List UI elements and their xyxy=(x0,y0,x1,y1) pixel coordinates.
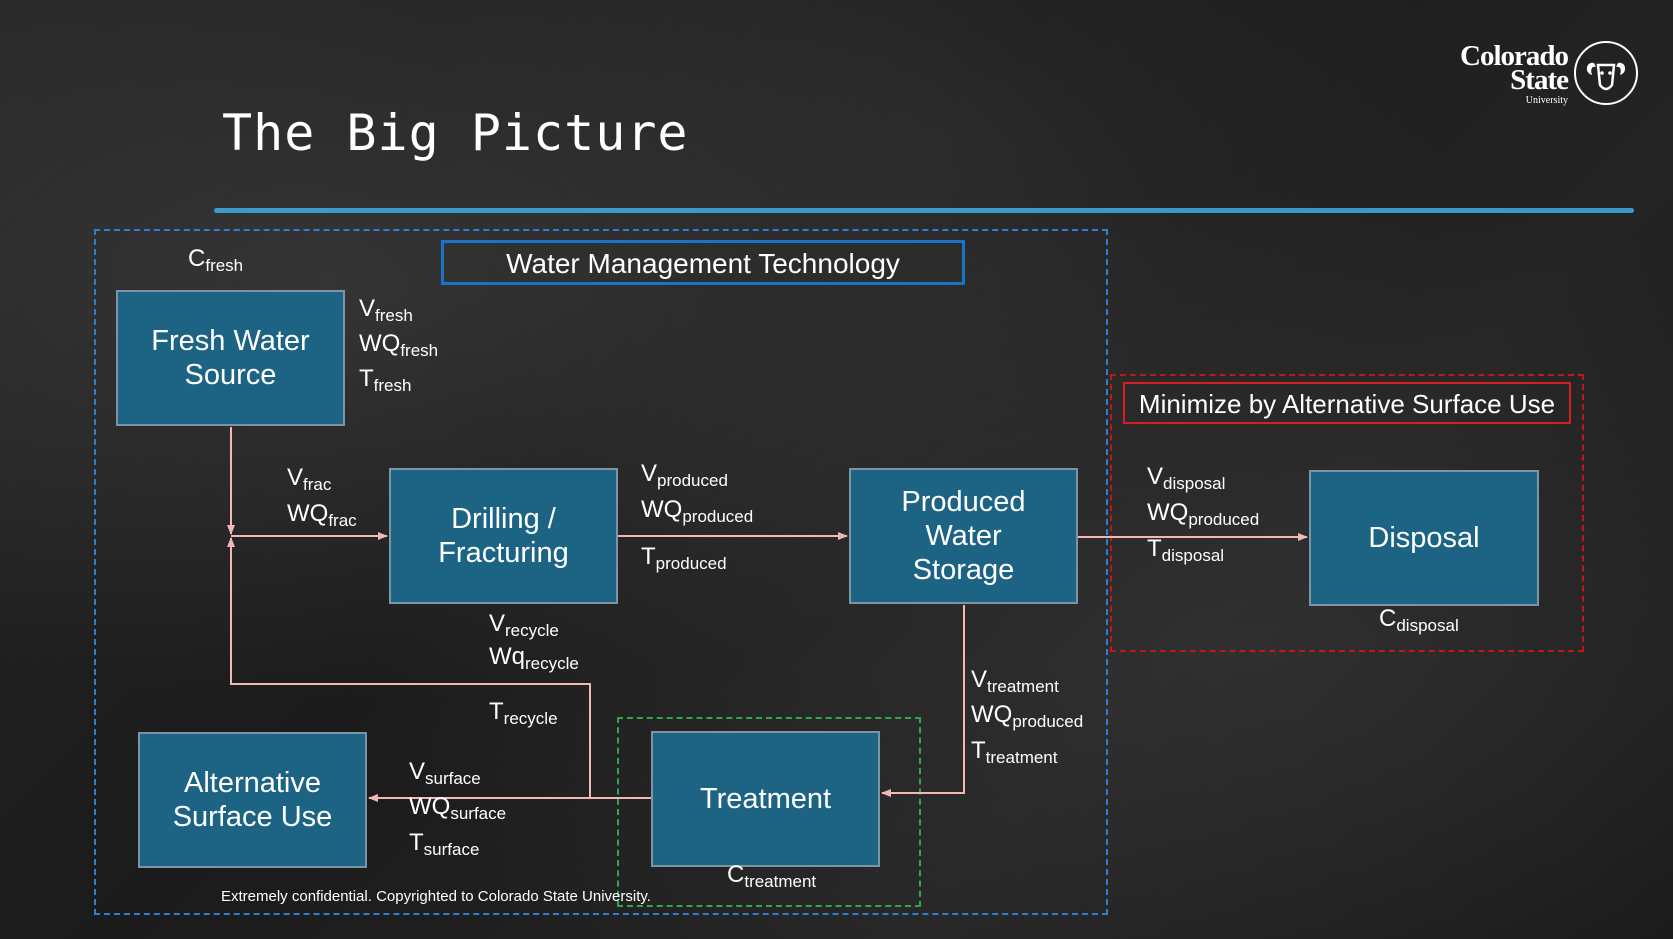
label-t-treatment: Ttreatment xyxy=(971,737,1058,767)
label-subscript: treatment xyxy=(987,677,1059,696)
ram-head-icon xyxy=(1574,41,1638,105)
university-logo: Colorado State University xyxy=(1436,38,1646,108)
produced-water-storage-text: Produced Water Storage xyxy=(901,486,1026,586)
label-subscript: recycle xyxy=(505,621,559,640)
label-t-surface: Tsurface xyxy=(409,829,480,859)
technology-region xyxy=(94,229,1108,915)
label-subscript: treatment xyxy=(985,748,1058,767)
label-base: V xyxy=(641,460,658,487)
treatment-text: Treatment xyxy=(699,783,832,815)
minimize-region xyxy=(1110,374,1584,652)
title-underline xyxy=(214,208,1634,213)
label-base: V xyxy=(489,610,506,637)
label-t-recycle: Trecycle xyxy=(489,698,558,728)
label-base: WQ xyxy=(971,701,1013,728)
label-t-disposal: Tdisposal xyxy=(1147,535,1225,565)
drilling-fracturing-node: Drilling / Fracturing xyxy=(389,468,618,604)
label-t-produced: Tproduced xyxy=(641,543,727,573)
label-base: V xyxy=(1147,463,1164,490)
label-c-treatment: Ctreatment xyxy=(727,861,817,891)
logo-line-2: State xyxy=(1510,64,1569,96)
confidentiality-footer: Extremely confidential. Copyrighted to C… xyxy=(221,888,651,905)
treatment-node: Treatment xyxy=(651,731,880,867)
label-subscript: disposal xyxy=(1161,546,1225,565)
label-subscript: produced xyxy=(1188,510,1260,529)
page-title: The Big Picture xyxy=(222,104,689,162)
logo-line-1: Colorado xyxy=(1460,40,1569,72)
label-subscript: surface xyxy=(450,804,507,823)
label-subscript: produced xyxy=(682,507,754,526)
alternative-surface-use-node: Alternative Surface Use xyxy=(138,732,367,868)
label-t-fresh: Tfresh xyxy=(359,365,412,395)
drilling-fracturing-text: Drilling / Fracturing xyxy=(438,503,569,569)
label-base: T xyxy=(971,737,986,764)
label-base: T xyxy=(409,829,424,856)
produced-water-storage-node: Produced Water Storage xyxy=(849,468,1078,604)
label-subscript: produced xyxy=(655,554,727,573)
alternative-surface-use-text: Alternative Surface Use xyxy=(172,767,333,833)
label-subscript: frac xyxy=(328,511,357,530)
label-base: WQ xyxy=(641,496,683,523)
label-subscript: disposal xyxy=(1396,616,1459,635)
fresh-water-source-node: Fresh Water Source xyxy=(116,290,345,426)
label-wq-surface: WQsurface xyxy=(409,793,507,823)
minimize-region-label: Minimize by Alternative Surface Use xyxy=(1123,382,1571,424)
label-wq-produced: WQproduced xyxy=(641,496,754,526)
label-base: WQ xyxy=(409,793,451,820)
arrow-storage-to-treatment xyxy=(881,605,965,797)
label-base: T xyxy=(641,543,656,570)
label-v-disposal: Vdisposal xyxy=(1147,463,1226,493)
label-base: WQ xyxy=(359,330,401,357)
technology-region-label: Water Management Technology xyxy=(441,240,965,285)
label-base: V xyxy=(971,666,988,693)
label-subscript: disposal xyxy=(1163,474,1226,493)
label-wq-frac: WQfrac xyxy=(287,500,357,530)
label-base: T xyxy=(489,698,504,725)
label-base: WQ xyxy=(1147,499,1189,526)
fresh-water-source-text: Fresh Water Source xyxy=(151,325,310,391)
label-subscript: fresh xyxy=(375,306,413,325)
disposal-text: Disposal xyxy=(1368,522,1480,554)
label-subscript: produced xyxy=(1012,712,1084,731)
label-subscript: produced xyxy=(657,471,728,490)
label-v-treatment: Vtreatment xyxy=(971,666,1059,696)
label-c-disposal: Cdisposal xyxy=(1379,605,1459,635)
label-base: C xyxy=(727,861,745,888)
label-base: C xyxy=(1379,605,1397,632)
label-wq-treatment: WQproduced xyxy=(971,701,1084,731)
label-v-frac: Vfrac xyxy=(287,464,332,494)
label-wq-disposal: WQproduced xyxy=(1147,499,1260,529)
arrow-recycle-to-junction xyxy=(227,537,591,798)
label-base: T xyxy=(1147,535,1162,562)
label-wq-recycle: Wqrecycle xyxy=(489,643,579,673)
label-subscript: surface xyxy=(423,840,480,859)
treatment-region xyxy=(617,717,921,907)
label-base: WQ xyxy=(287,500,329,527)
label-subscript: treatment xyxy=(744,872,817,891)
label-subscript: fresh xyxy=(400,341,439,360)
label-subscript: fresh xyxy=(373,376,412,395)
label-subscript: recycle xyxy=(525,654,579,673)
label-base: Wq xyxy=(489,643,525,670)
label-subscript: frac xyxy=(303,475,332,494)
label-subscript: surface xyxy=(425,769,481,788)
label-base: V xyxy=(287,464,304,491)
label-v-recycle: Vrecycle xyxy=(489,610,559,640)
label-base: V xyxy=(409,758,426,785)
label-wq-fresh: WQfresh xyxy=(359,330,439,360)
label-base: V xyxy=(359,295,376,322)
label-base: T xyxy=(359,365,374,392)
label-v-produced: Vproduced xyxy=(641,460,728,490)
label-v-fresh: Vfresh xyxy=(359,295,413,325)
label-base: C xyxy=(188,245,206,272)
disposal-node: Disposal xyxy=(1309,470,1539,606)
label-subscript: fresh xyxy=(205,256,244,275)
logo-line-3: University xyxy=(1525,95,1568,106)
label-subscript: recycle xyxy=(503,709,558,728)
label-v-surface: Vsurface xyxy=(409,758,481,788)
label-c-fresh: Cfresh xyxy=(188,245,244,275)
